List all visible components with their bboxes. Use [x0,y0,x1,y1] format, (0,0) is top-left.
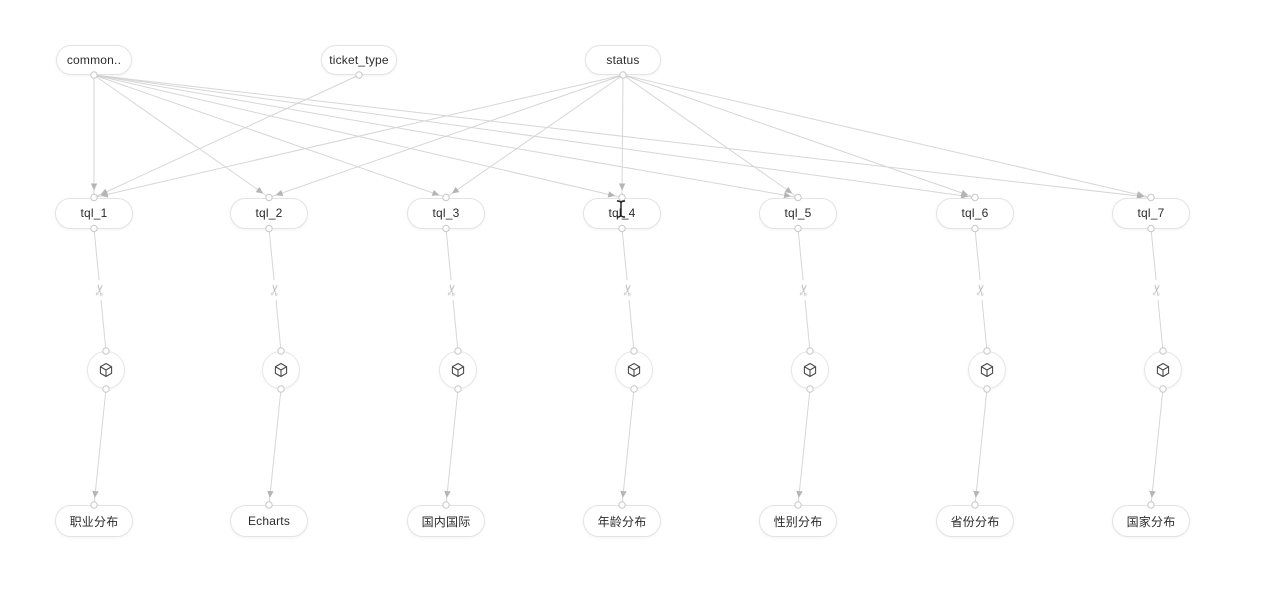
transform-node-box_4[interactable] [615,351,653,389]
edge-arrowhead [783,191,792,199]
cube-3d-icon [451,362,465,378]
node-label: tql_2 [255,206,283,220]
edge-status-to-tql_4[interactable] [621,74,624,198]
cube-3d-icon [803,362,817,378]
node-label: 性别分布 [773,514,823,529]
node-label: tql_3 [432,206,460,220]
cut-edge-scissors-icon[interactable]: ✂ [617,278,639,301]
cube-3d-icon [627,362,641,378]
transform-node-box_6[interactable] [968,351,1006,389]
transform-node-box_5[interactable] [791,351,829,389]
edge-box_2-to-out_2[interactable] [268,388,282,506]
edge-status-to-tql_5[interactable] [622,74,799,198]
edge-status-to-tql_2[interactable] [268,74,624,198]
query-node-tql_1[interactable]: tql_1 [55,197,133,229]
edge-box_4-to-out_4[interactable] [621,388,635,506]
cube-3d-icon [274,362,288,378]
transform-node-box_7[interactable] [1144,351,1182,389]
edge-status-to-tql_3[interactable] [445,74,624,198]
transform-node-box_1[interactable] [87,351,125,389]
output-node-out_1[interactable]: 职业分布 [55,505,133,537]
cut-edge-scissors-icon[interactable]: ✂ [1146,278,1168,301]
query-node-tql_5[interactable]: tql_5 [759,197,837,229]
node-label: Echarts [247,514,291,528]
edge-arrowhead [275,189,284,196]
query-node-tql_3[interactable]: tql_3 [407,197,485,229]
edge-status-to-tql_1[interactable] [93,74,624,198]
cube-3d-icon [1156,362,1170,378]
edge-arrowhead [255,186,264,194]
edge-arrowhead [973,490,980,499]
node-label: tql_5 [784,206,812,220]
output-node-out_2[interactable]: Echarts [230,505,308,537]
node-label: tql_7 [1137,206,1165,220]
output-node-out_4[interactable]: 年龄分布 [583,505,661,537]
edge-arrowhead [444,490,451,499]
query-node-tql_6[interactable]: tql_6 [936,197,1014,229]
edge-arrowhead [607,191,616,198]
edge-arrowhead [796,490,803,499]
cut-edge-scissors-icon[interactable]: ✂ [970,278,992,301]
cut-edge-scissors-icon[interactable]: ✂ [441,278,463,301]
source-node-ticket_type[interactable]: ticket_type [321,45,397,75]
edge-arrowhead [92,490,99,499]
edge-common-to-tql_2[interactable] [93,74,270,198]
cut-edge-scissors-icon[interactable]: ✂ [89,278,111,301]
output-node-out_6[interactable]: 省份分布 [936,505,1014,537]
cut-edge-scissors-icon[interactable]: ✂ [793,278,815,301]
node-label: tql_1 [80,206,108,220]
edge-arrowhead [960,189,969,196]
transform-node-box_2[interactable] [262,351,300,389]
source-node-status[interactable]: status [585,45,661,75]
edge-box_5-to-out_5[interactable] [797,388,811,506]
query-node-tql_2[interactable]: tql_2 [230,197,308,229]
edge-box_3-to-out_3[interactable] [445,388,459,506]
edge-arrowhead [431,189,440,196]
cut-edge-scissors-icon[interactable]: ✂ [264,278,286,301]
cube-3d-icon [980,362,994,378]
edge-arrowhead [784,186,793,194]
edge-common-to-tql_3[interactable] [93,74,447,198]
edge-box_6-to-out_6[interactable] [974,388,988,506]
node-label: status [606,53,640,67]
node-label: 国家分布 [1126,514,1176,529]
edge-arrowhead [1136,191,1145,198]
node-label: common.. [66,53,122,67]
edge-status-to-tql_6[interactable] [622,74,976,198]
edge-arrowhead [1149,490,1156,499]
edge-arrowhead [620,490,627,499]
output-node-out_3[interactable]: 国内国际 [407,505,485,537]
transform-node-box_3[interactable] [439,351,477,389]
node-label: 职业分布 [69,514,119,529]
edge-status-to-tql_7[interactable] [622,74,1152,198]
node-label: 国内国际 [421,514,471,529]
node-label: ticket_type [329,53,389,67]
edge-arrowhead [618,183,626,191]
edge-arrowhead [100,191,109,198]
node-label: 省份分布 [950,514,1000,529]
edge-box_7-to-out_7[interactable] [1150,388,1164,506]
output-node-out_5[interactable]: 性别分布 [759,505,837,537]
query-node-tql_4[interactable]: tql_4 [583,197,661,229]
node-label: 年龄分布 [597,514,647,529]
source-node-common[interactable]: common.. [56,45,132,75]
edge-ticket_type-to-tql_1[interactable] [93,74,360,198]
query-node-tql_7[interactable]: tql_7 [1112,197,1190,229]
edge-arrowhead [90,183,98,191]
node-label: tql_4 [608,206,636,220]
edge-box_1-to-out_1[interactable] [93,388,107,506]
output-node-out_7[interactable]: 国家分布 [1112,505,1190,537]
node-label: tql_6 [961,206,989,220]
edge-arrowhead [451,186,460,194]
cube-3d-icon [99,362,113,378]
edge-arrowhead [267,490,274,499]
